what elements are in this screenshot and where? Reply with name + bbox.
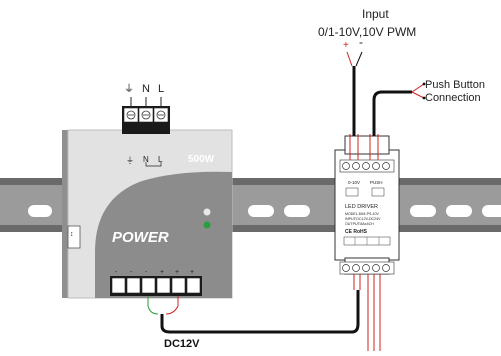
push-button-label-line2: Connection xyxy=(425,92,481,104)
wattage-label: 500W xyxy=(188,154,215,165)
push-button-label-line1: Push Button xyxy=(425,79,485,91)
rail-slot xyxy=(410,205,436,217)
dc-terminal-screw xyxy=(171,277,186,294)
driver-push-icon xyxy=(371,187,385,197)
voltage-adjust-knob xyxy=(67,225,81,249)
output-wiring xyxy=(353,274,381,351)
led-driver: 0-10V PUSH LED DRIVER MODEL:DIM-PS-10V I… xyxy=(334,135,400,275)
ps-neutral-mark: N xyxy=(143,155,149,164)
dc-sign: + xyxy=(160,269,164,276)
terminal-screw xyxy=(362,264,370,272)
screw-head xyxy=(141,110,151,120)
driver-cert-label: CE RoHS xyxy=(345,229,368,235)
dc-terminal-screw xyxy=(156,277,171,294)
driver-spec-line: INPUT:DC12V-DC24V xyxy=(345,217,381,221)
dc-voltage-label: DC12V xyxy=(164,338,200,350)
ps-line-mark: L xyxy=(158,155,163,164)
ps-ground-mark: ⏚ xyxy=(126,156,134,165)
led-driver-top-cap xyxy=(344,135,390,155)
terminal-screw xyxy=(352,264,360,272)
terminal-screw xyxy=(372,264,380,272)
rail-slot xyxy=(446,205,472,217)
din-rail-top-lip xyxy=(0,178,501,185)
terminal-screw xyxy=(382,264,390,272)
dc-sign: - xyxy=(145,269,148,276)
indicator-light xyxy=(203,208,211,216)
terminal-screw xyxy=(352,162,360,170)
ac-line-label: L xyxy=(158,83,164,95)
push-wire-red xyxy=(411,91,425,99)
driver-input-icon xyxy=(345,187,359,197)
power-led-green xyxy=(203,221,211,229)
dc-terminal-screw xyxy=(126,277,141,294)
ac-terminal-block: ⏚ N L xyxy=(122,106,170,167)
power-supply: POWER 500W ↕ ⏚ N L ⏚ N L xyxy=(62,83,233,299)
ps-jumper-mark xyxy=(145,162,162,167)
terminal-screw xyxy=(382,162,390,170)
push-button-cable xyxy=(372,90,412,136)
input-plus-sign: + xyxy=(343,40,349,51)
push-wire-end-dot xyxy=(422,82,426,86)
push-button-wiring: Push Button Connection xyxy=(369,79,485,160)
dc-sign: - xyxy=(115,269,118,276)
dc-wire-red xyxy=(165,296,179,315)
dc-sign: + xyxy=(190,269,194,276)
ac-ground-label: ⏚ xyxy=(124,83,134,95)
din-rail-bottom-lip xyxy=(0,225,501,232)
rail-slot xyxy=(482,205,501,217)
driver-push-section-label: PUSH xyxy=(370,180,383,185)
rail-slot xyxy=(248,205,274,217)
driver-title: LED DRIVER xyxy=(345,204,378,210)
driver-spec-line: MODEL:DIM-PS-10V xyxy=(345,212,380,216)
push-wire-red xyxy=(411,83,425,93)
rail-slot xyxy=(28,205,52,217)
driver-spec-line: OUTPUT:8Ax4CH xyxy=(345,222,374,226)
dc-terminal-screw xyxy=(186,277,201,294)
terminal-screw xyxy=(342,162,350,170)
dc-terminal-screw xyxy=(141,277,156,294)
dc-wire-green xyxy=(147,296,159,315)
input-label-line1: Input xyxy=(362,7,389,21)
input-wire-red-tip xyxy=(346,51,353,67)
dc-sign: + xyxy=(175,269,179,276)
dc-terminal-screw xyxy=(111,277,126,294)
push-wire-end-dot xyxy=(422,96,426,100)
screw-head xyxy=(156,110,166,120)
input-label-line2: 0/1-10V,10V PWM xyxy=(318,25,416,39)
power-supply-panel xyxy=(95,171,232,298)
input-wire-black-tip xyxy=(355,51,363,67)
dc-cable xyxy=(160,290,360,334)
dc-wiring: DC12V xyxy=(147,290,360,350)
led-driver-bottom-terminals xyxy=(339,261,395,275)
ac-neutral-label: N xyxy=(142,83,150,95)
terminal-screw xyxy=(372,162,380,170)
power-brand-label: POWER xyxy=(112,229,169,246)
adjust-arrow-up: ↕ xyxy=(70,231,74,238)
driver-input-section-label: 0-10V xyxy=(348,180,360,185)
input-wiring: Input 0/1-10V,10V PWM + - xyxy=(318,7,416,160)
dc-sign: - xyxy=(130,269,133,276)
input-minus-sign: - xyxy=(359,35,363,49)
led-driver-top-terminals xyxy=(339,159,395,173)
screw-head xyxy=(126,110,136,120)
rail-slot xyxy=(284,205,310,217)
terminal-screw xyxy=(362,162,370,170)
dc-terminal-block: - - - + + + xyxy=(110,269,202,296)
terminal-screw xyxy=(342,264,350,272)
